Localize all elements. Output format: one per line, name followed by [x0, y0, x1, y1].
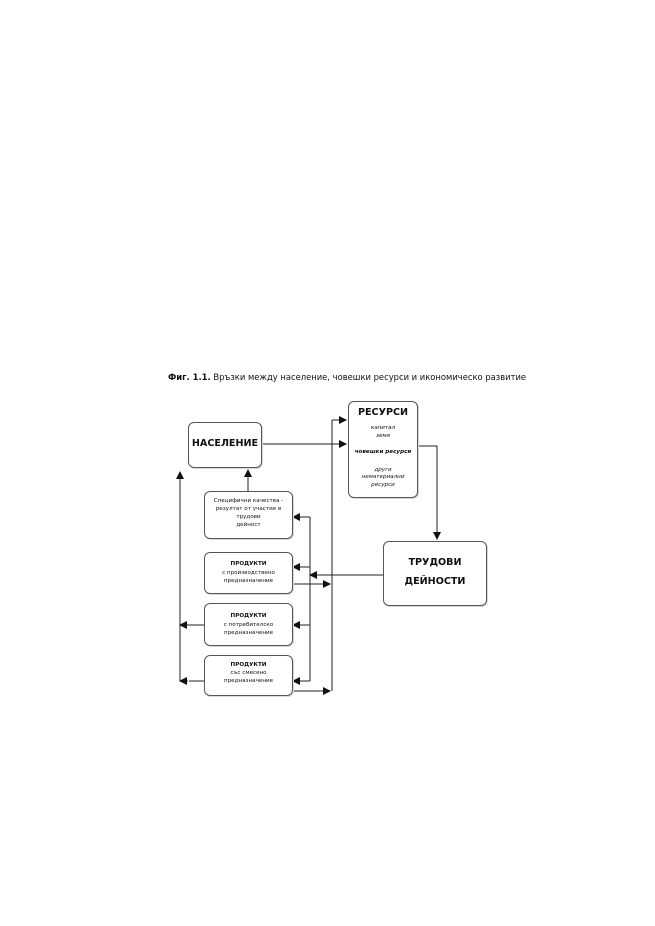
resursi-item-kapital: капитал: [370, 425, 396, 431]
produkti-proizv-title: ПРОДУКТИ: [230, 561, 267, 567]
resursi-item-zemya: земя: [375, 433, 390, 439]
kachestva-line2: резултат от участие в: [215, 506, 282, 512]
node-resursi: РЕСУРСИ капитал земя човешки ресурси дру…: [348, 401, 418, 498]
node-trudovi-deynosti: ТРУДОВИ ДЕЙНОСТИ: [383, 541, 487, 606]
caption-text: Връзки между население, човешки ресурси …: [213, 372, 527, 382]
produkti-proizv-line1: с производствено: [222, 570, 275, 576]
produkti-proizv-line2: предназначение: [223, 578, 274, 584]
caption-prefix: Фиг. 1.1.: [168, 372, 211, 382]
naselenie-label: НАСЕЛЕНИЕ: [191, 438, 259, 449]
kachestva-line1: Специфични качества -: [213, 498, 284, 504]
node-produkti-proizvodstveno: ПРОДУКТИ с производствено предназначение: [204, 552, 293, 594]
resursi-item-nematerialni: нематериални: [361, 474, 405, 480]
produkti-potreb-line2: предназначение: [223, 630, 274, 636]
arrow-resursi-to-trudovi: [418, 445, 441, 540]
trudovi-line1: ТРУДОВИ: [408, 557, 462, 568]
produkti-potreb-line1: с потребителско: [223, 622, 274, 628]
node-produkti-potrebitelsko: ПРОДУКТИ с потребителско предназначение: [204, 603, 293, 646]
trudovi-line2: ДЕЙНОСТИ: [404, 576, 466, 587]
produkti-smeseno-line1: със смесено: [230, 670, 267, 676]
resursi-item-resursi: ресурси: [371, 482, 395, 488]
arrow-produkti-potreb-to-naselenie: [179, 620, 204, 626]
produkti-smeseno-line2: предназначение: [223, 678, 274, 684]
resursi-label: РЕСУРСИ: [357, 407, 409, 418]
node-specifichni-kachestva: Специфични качества - резултат от участи…: [204, 491, 293, 539]
kachestva-line4: дейност: [236, 522, 261, 528]
figure-caption: Фиг. 1.1. Връзки между население, човешк…: [168, 372, 526, 382]
node-produkti-smeseno: ПРОДУКТИ със смесено предназначение: [204, 655, 293, 696]
kachestva-line3: трудови: [236, 514, 261, 520]
node-naselenie: НАСЕЛЕНИЕ: [188, 422, 262, 468]
resursi-item-choveshki: човешки ресурси: [354, 449, 412, 455]
produkti-smeseno-title: ПРОДУКТИ: [230, 662, 267, 668]
produkti-potreb-title: ПРОДУКТИ: [230, 613, 267, 619]
resursi-item-drugi: други: [374, 467, 392, 473]
